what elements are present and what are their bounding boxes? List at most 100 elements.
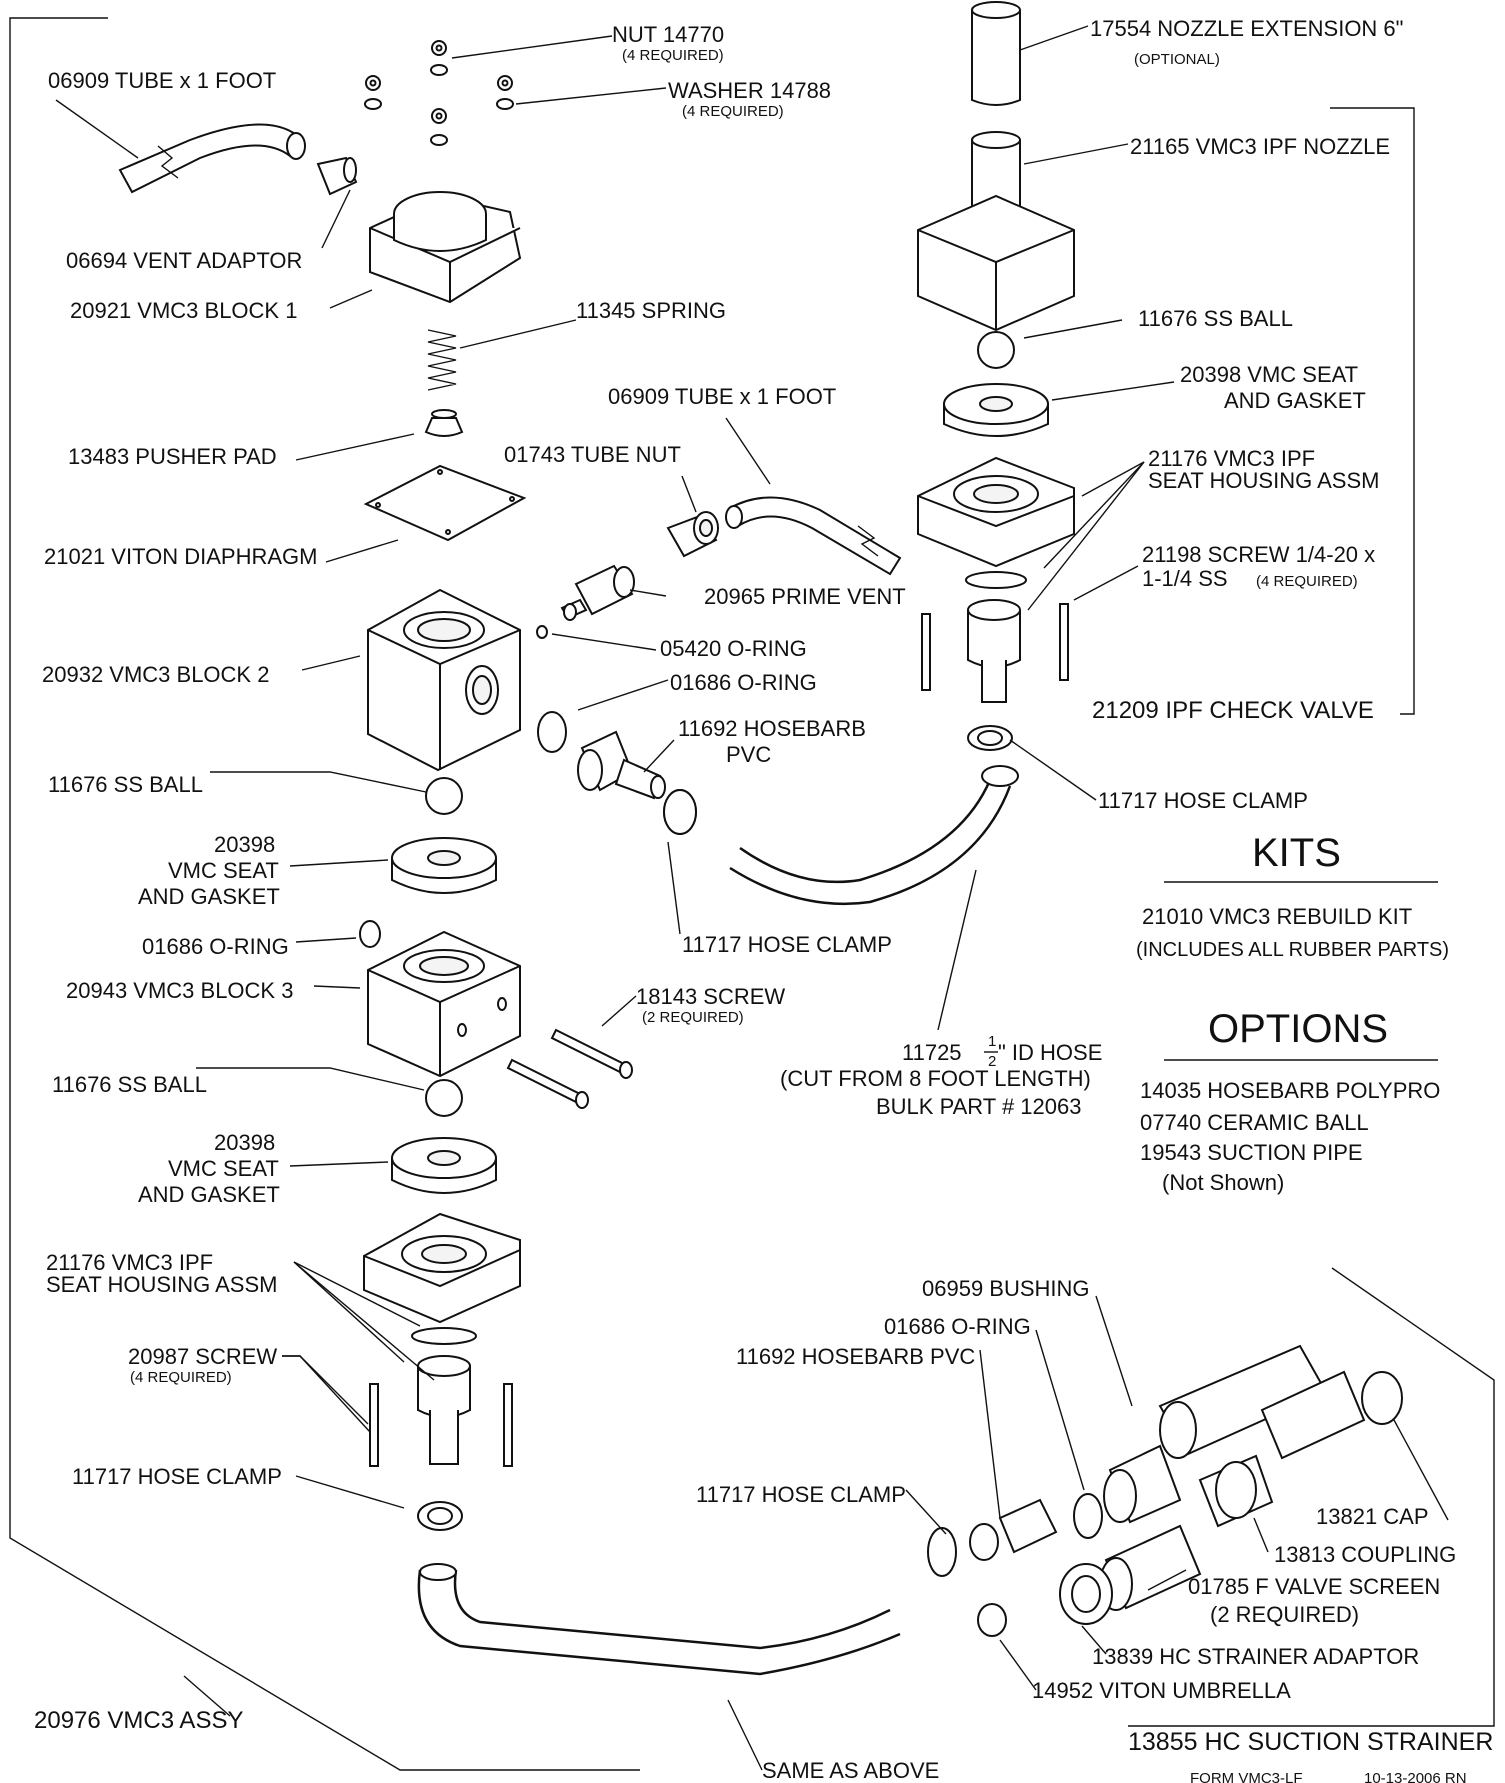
label-seat1-c: AND GASKET [138,884,280,909]
label-hose-1: 11725 [902,1040,962,1065]
label-pusher-pad: 13483 PUSHER PAD [68,444,277,469]
label-hose-half-num: 1 [988,1033,996,1050]
label-seat1-b: VMC SEAT [168,858,279,883]
label-nut-qty: (4 REQUIRED) [622,47,724,64]
label-seat-right-2: AND GASKET [1224,388,1366,413]
label-ss-ball-1: 11676 SS BALL [48,772,203,797]
kits-line-1: 21010 VMC3 REBUILD KIT [1142,904,1412,929]
assembly-brackets [9,17,1495,1771]
label-hose-clamp-mid: 11717 HOSE CLAMP [682,932,892,957]
label-screw-21198-qty: (4 REQUIRED) [1256,573,1358,590]
kits-section: KITS 21010 VMC3 REBUILD KIT (INCLUDES AL… [1136,831,1449,961]
label-oring-bottom: 01686 O-RING [884,1314,1031,1339]
label-hose-3: BULK PART # 12063 [876,1094,1081,1119]
label-oring-01686-left: 01686 O-RING [142,934,289,959]
seat-housing-right [917,456,1075,703]
seat-and-gasket-right [943,383,1049,437]
leader-lines [55,25,1449,1771]
label-tube-mid: 06909 TUBE x 1 FOOT [608,384,836,409]
label-washer: WASHER 14788 [668,78,831,103]
options-line-4: (Not Shown) [1162,1170,1284,1195]
label-screw-18143: 18143 SCREW [636,984,785,1009]
block-1 [369,191,522,304]
options-line-1: 14035 HOSEBARB POLYPRO [1140,1078,1440,1103]
options-line-2: 07740 CERAMIC BALL [1140,1110,1369,1135]
label-valve-screen-1: 01785 F VALVE SCREEN [1188,1574,1440,1599]
label-washer-qty: (4 REQUIRED) [682,103,784,120]
label-seat2-a: 20398 [214,1130,275,1155]
label-nozzle-ext: 17554 NOZZLE EXTENSION 6" [1090,16,1403,41]
screws-20987 [369,1383,513,1467]
label-diaphragm: 21021 VITON DIAPHRAGM [44,544,317,569]
label-hose-1b: " ID HOSE [998,1040,1102,1065]
ss-ball-1 [425,777,463,815]
label-seat-housing-left-1: 21176 VMC3 IPF [46,1250,213,1275]
tube-top-left [118,123,306,194]
nut-and-washer-set [364,40,514,146]
label-seat-housing-right-1: 21176 VMC3 IPF [1148,446,1315,471]
ss-ball-2 [425,1079,463,1117]
label-oring-05420: 05420 O-RING [660,636,807,661]
tube-mid [725,496,902,576]
label-vent-adaptor: 06694 VENT ADAPTOR [66,248,302,273]
hose-clamp-mid [663,789,697,835]
label-hose-clamp-right: 11717 HOSE CLAMP [1098,788,1308,813]
label-same-as-above: SAME AS ABOVE [762,1758,939,1783]
label-oring-01686-mid: 01686 O-RING [670,670,817,695]
label-valve-screen-2: (2 REQUIRED) [1210,1602,1359,1627]
label-ss-ball-2: 11676 SS BALL [52,1072,207,1097]
label-tube-top: 06909 TUBE x 1 FOOT [48,68,276,93]
label-tube-nut: 01743 TUBE NUT [504,442,681,467]
ipf-nozzle [917,131,1075,332]
label-hose-2: (CUT FROM 8 FOOT LENGTH) [780,1066,1091,1091]
tube-nut [666,511,719,558]
label-seat1-a: 20398 [214,832,275,857]
label-bushing: 06959 BUSHING [922,1276,1090,1301]
label-suction-strainer: 13855 HC SUCTION STRAINER [1128,1728,1493,1756]
seat-housing-left [363,1212,521,1465]
label-block1: 20921 VMC3 BLOCK 1 [70,298,297,323]
label-prime-vent: 20965 PRIME VENT [704,584,906,609]
label-ipf-nozzle: 21165 VMC3 IPF NOZZLE [1130,134,1390,159]
label-seat2-c: AND GASKET [138,1182,280,1207]
block-3 [367,930,521,1078]
block-2 [367,588,521,772]
o-ring-01686-left [359,920,381,948]
label-screw-20987-qty: (4 REQUIRED) [130,1369,232,1386]
label-nut: NUT 14770 [612,22,724,47]
label-hose-clamp-bottom: 11717 HOSE CLAMP [696,1482,906,1507]
label-hose-half-den: 2 [988,1053,996,1070]
label-block2: 20932 VMC3 BLOCK 2 [42,662,269,687]
label-screw-21198-1: 21198 SCREW 1/4-20 x [1142,542,1375,567]
diaphragm [363,464,527,542]
label-umbrella: 14952 VITON UMBRELLA [1032,1678,1291,1703]
hose-clamp-right [967,725,1013,751]
seat-and-gasket-1 [391,837,497,894]
screws-18143 [506,1028,633,1109]
label-screw-21198-2: 1-1/4 SS [1142,566,1228,591]
label-coupling: 13813 COUPLING [1274,1542,1456,1567]
spring [427,329,457,391]
o-ring-05420 [536,625,548,639]
label-seat2-b: VMC SEAT [168,1156,279,1181]
label-hosebarb-bottom: 11692 HOSEBARB PVC [736,1344,975,1369]
label-check-valve: 21209 IPF CHECK VALVE [1092,697,1374,724]
nozzle-extension [971,1,1021,106]
kits-title: KITS [1252,831,1341,875]
label-ss-ball-right: 11676 SS BALL [1138,306,1293,331]
label-seat-housing-left-2: SEAT HOUSING ASSM [46,1272,277,1297]
label-hosebarb-mid-2: PVC [726,742,771,767]
label-screw-20987: 20987 SCREW [128,1344,277,1369]
suction-strainer-assembly [927,1344,1403,1637]
options-section: OPTIONS 14035 HOSEBARB POLYPRO 07740 CER… [1140,1007,1440,1195]
label-seat-housing-right-2: SEAT HOUSING ASSM [1148,468,1379,493]
screws-21198 [921,603,1069,691]
label-seat-right-1: 20398 VMC SEAT [1180,362,1358,387]
label-cap: 13821 CAP [1316,1504,1429,1529]
label-hose-clamp-left: 11717 HOSE CLAMP [72,1464,282,1489]
label-form-right: 10-13-2006 RN [1364,1770,1467,1783]
seat-and-gasket-2 [391,1137,497,1194]
label-hosebarb-mid-1: 11692 HOSEBARB [678,716,866,741]
label-form-left: FORM VMC3-LF [1190,1770,1303,1783]
